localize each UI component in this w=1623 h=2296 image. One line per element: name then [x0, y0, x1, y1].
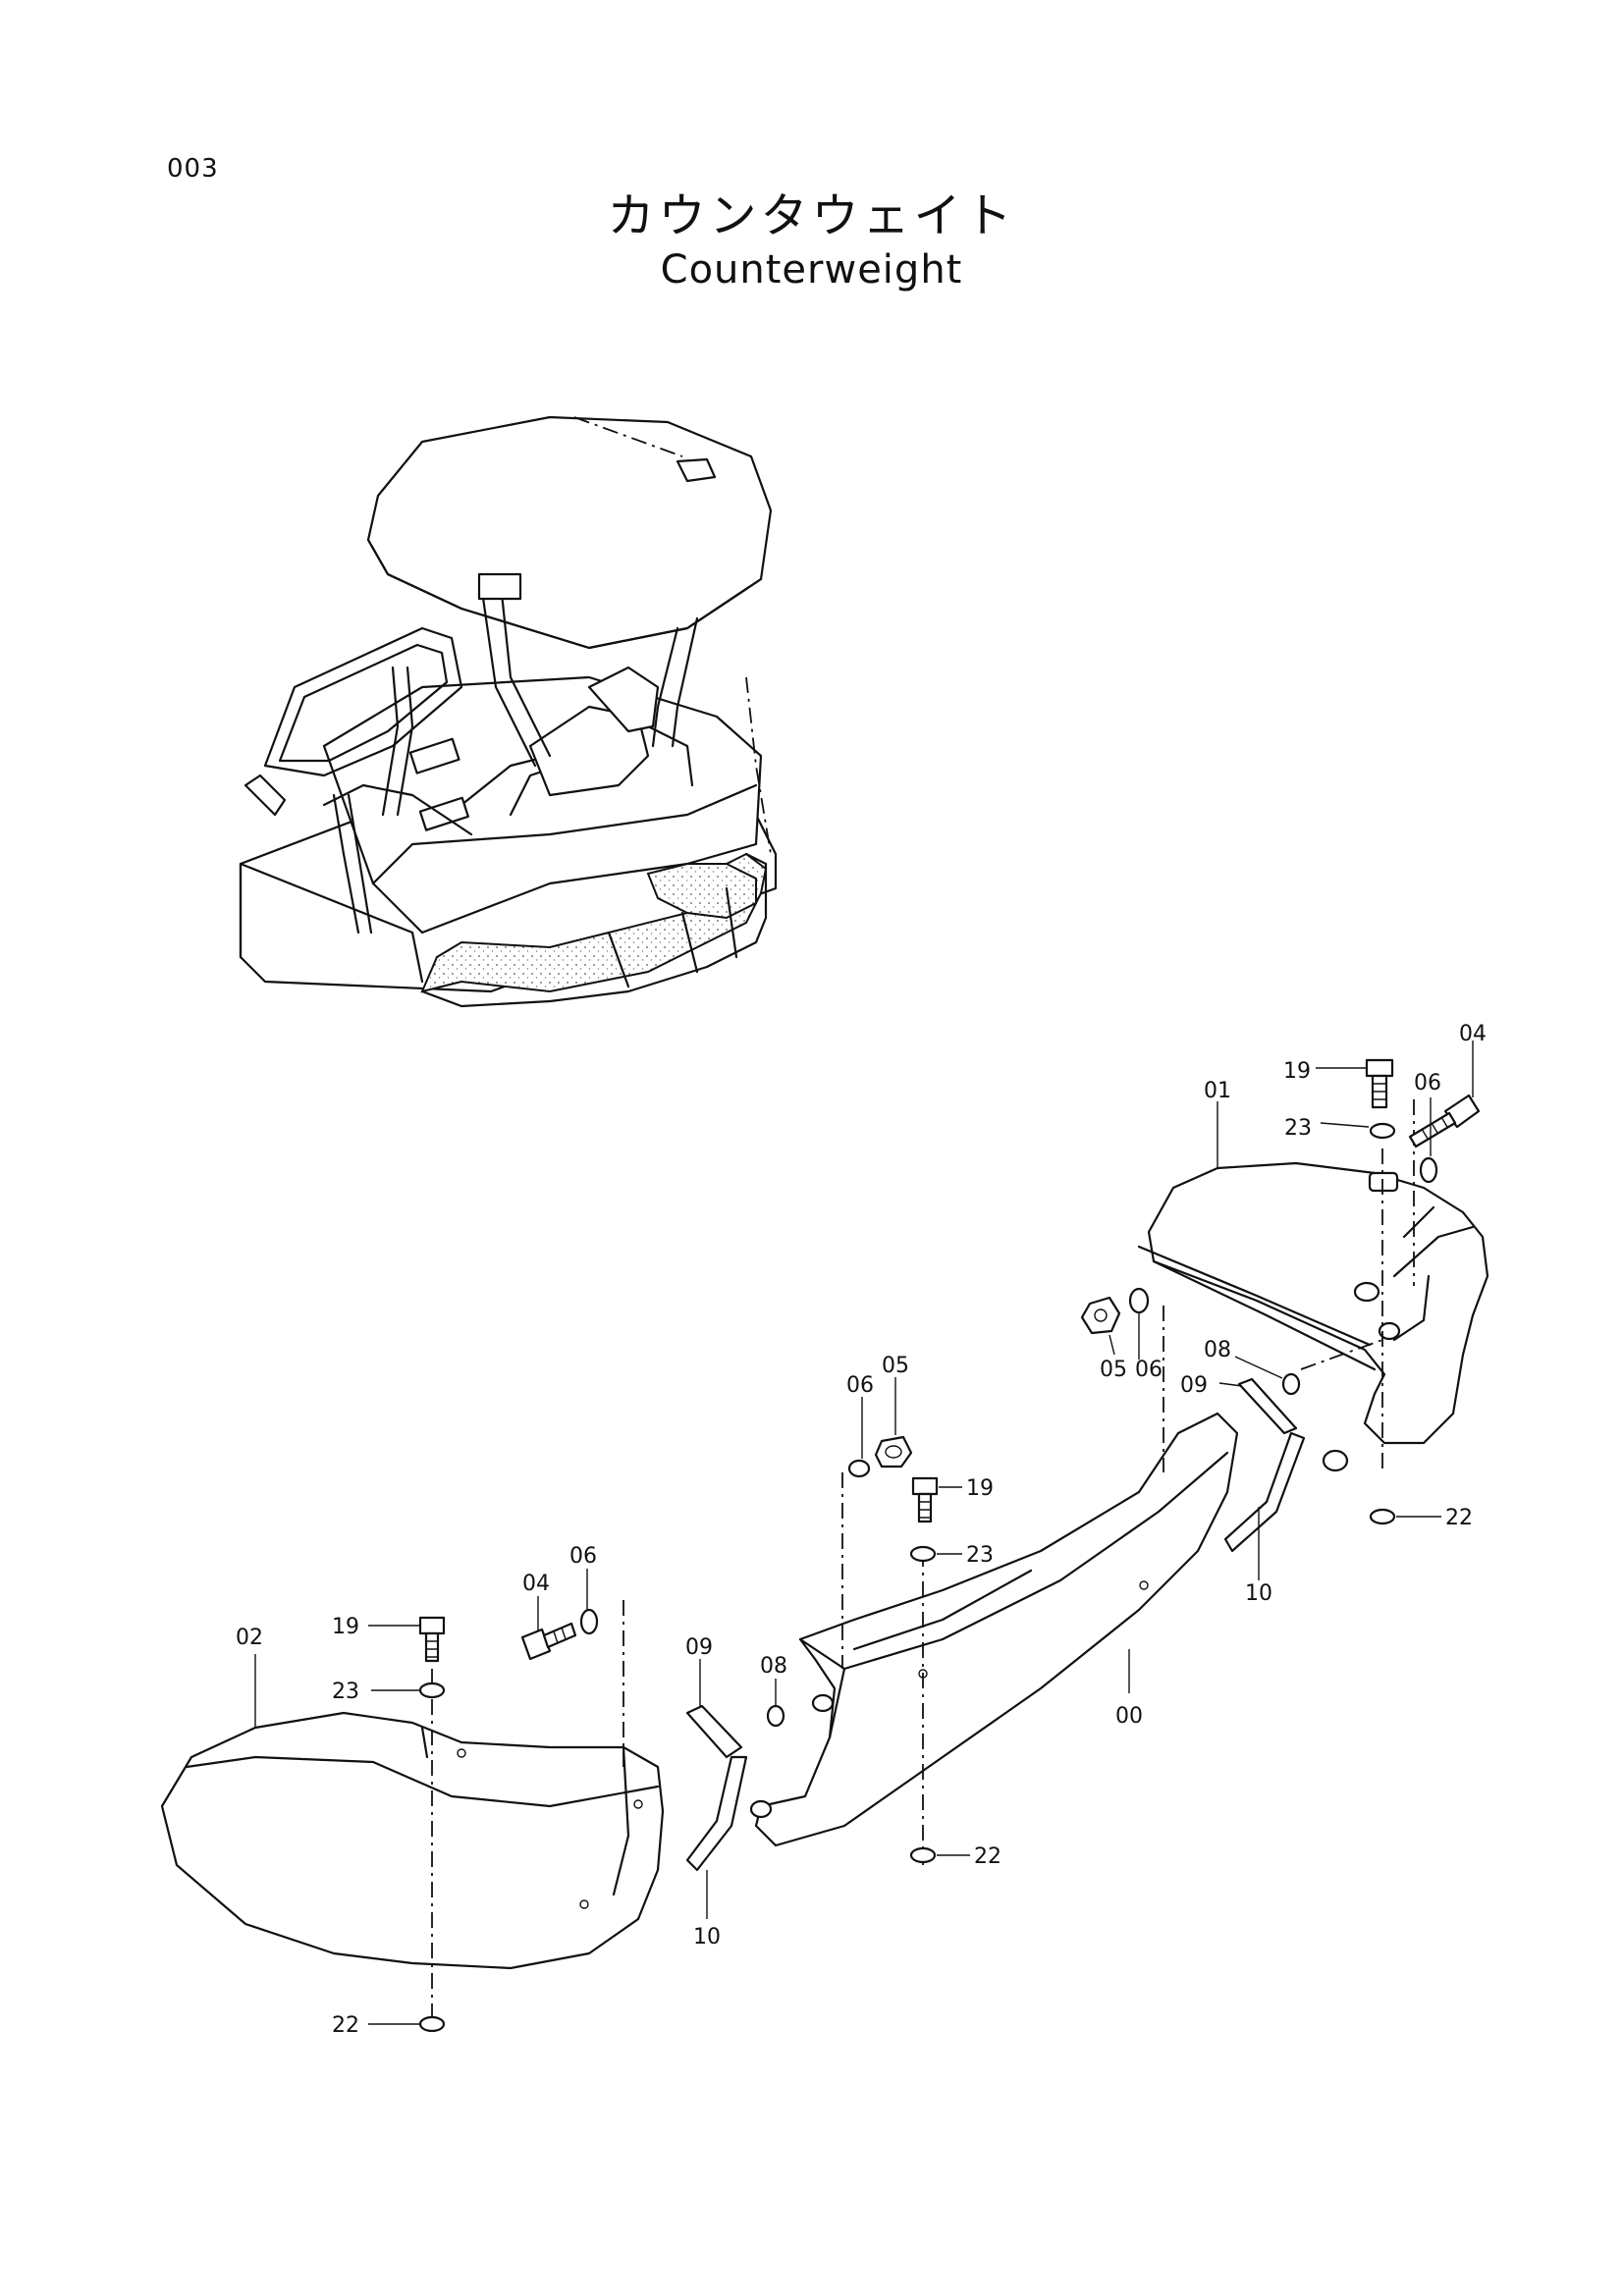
- callout-19-center: 19: [966, 1476, 994, 1501]
- washer-08-right: [1281, 1372, 1301, 1396]
- bolt-04-left: [520, 1622, 577, 1661]
- bolt-19-left: [418, 1616, 446, 1663]
- washer-22-left: [418, 2015, 446, 2033]
- callout-23-center: 23: [966, 1543, 994, 1568]
- callout-00: 00: [1115, 1704, 1143, 1729]
- callout-06-mid: 06: [1135, 1358, 1163, 1382]
- bolt-19-top-right: [1365, 1058, 1394, 1109]
- title-japanese: カウンタウェイト: [607, 188, 1016, 243]
- callout-04-top-right: 04: [1459, 1022, 1487, 1046]
- washer-08-left: [766, 1704, 785, 1728]
- seal-10-left: [685, 1755, 748, 1872]
- leader-dashes: [573, 416, 683, 457]
- callout-labels: 19 06 04 01 23 08 09 05 06 22 10 06 05 1…: [236, 1022, 1487, 2038]
- washer-23-top-right: [1369, 1122, 1396, 1140]
- callout-10-left: 10: [693, 1925, 721, 1949]
- callout-19-left: 19: [332, 1615, 359, 1639]
- callout-09-right: 09: [1180, 1373, 1208, 1398]
- callout-10-right: 10: [1245, 1581, 1272, 1606]
- callout-06-left: 06: [569, 1544, 597, 1569]
- washer-06-mid: [1128, 1287, 1150, 1314]
- callout-22-right: 22: [1445, 1506, 1473, 1530]
- callout-08-left: 08: [760, 1654, 787, 1679]
- washer-06-center: [847, 1459, 871, 1478]
- seal-09-left: [685, 1704, 743, 1759]
- washer-23-left: [418, 1682, 446, 1699]
- callout-09-left: 09: [685, 1635, 713, 1660]
- bolt-19-center: [911, 1476, 939, 1523]
- page-number: 003: [167, 154, 219, 184]
- callout-06-top-right: 06: [1414, 1071, 1441, 1095]
- part-02-left-weight: [160, 1711, 665, 1970]
- title-english: Counterweight: [660, 247, 963, 293]
- callout-19-top-right: 19: [1283, 1059, 1311, 1084]
- callout-02: 02: [236, 1626, 263, 1650]
- callout-06-center: 06: [846, 1373, 874, 1398]
- machine-overview-illustration: [239, 415, 778, 1008]
- bolt-04-top-right: [1408, 1094, 1481, 1148]
- fastener-axis: [1300, 1339, 1383, 1370]
- callout-22-left: 22: [332, 2013, 359, 2038]
- washer-22-center: [909, 1846, 937, 1864]
- seal-09-right: [1237, 1377, 1298, 1435]
- washer-06-top-right: [1419, 1156, 1438, 1184]
- nut-05-center: [874, 1435, 913, 1468]
- nut-05-mid: [1080, 1296, 1121, 1335]
- seal-10-right: [1223, 1431, 1306, 1553]
- washer-06-left: [579, 1608, 599, 1635]
- callout-23-left: 23: [332, 1680, 359, 1704]
- washer-22-right: [1369, 1508, 1396, 1525]
- callout-05-center: 05: [882, 1354, 909, 1378]
- part-01-right-weight: [1137, 1161, 1489, 1472]
- callout-08-right: 08: [1204, 1338, 1231, 1362]
- callout-05-mid: 05: [1100, 1358, 1127, 1382]
- callout-22-center: 22: [974, 1844, 1001, 1869]
- washer-23-center: [909, 1545, 937, 1563]
- callout-leaders: [254, 1041, 1474, 2025]
- callout-01: 01: [1204, 1079, 1231, 1103]
- part-00-center-weight: [749, 1412, 1239, 1847]
- callout-23-top-right: 23: [1284, 1116, 1312, 1141]
- callout-04-left: 04: [522, 1572, 550, 1596]
